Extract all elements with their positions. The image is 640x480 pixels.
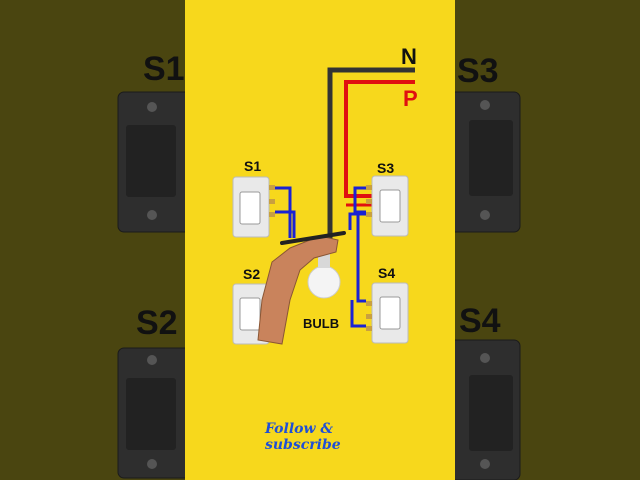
left-top-switch-rocker — [126, 125, 176, 197]
screw-icon — [480, 210, 490, 220]
right-bottom-switch-rocker — [469, 375, 513, 451]
left-side-switches — [117, 91, 185, 479]
screw-icon — [147, 102, 157, 112]
screw-icon — [147, 355, 157, 365]
neutral-label: N — [401, 44, 417, 69]
right-top-switch-rocker — [469, 120, 513, 196]
right-side-panel: S3 S4 — [455, 0, 640, 480]
bulb-icon — [307, 265, 341, 299]
right-bottom-label: S4 — [459, 302, 501, 340]
switch-s3-rocker — [379, 189, 401, 223]
screw-icon — [480, 353, 490, 363]
switch-s1-rocker — [239, 191, 261, 225]
bulb-label: BULB — [303, 316, 340, 331]
hand-icon — [257, 235, 339, 345]
left-top-label: S1 — [143, 50, 185, 88]
left-bottom-switch-rocker — [126, 378, 176, 450]
screw-icon — [147, 210, 157, 220]
right-side-switches — [455, 91, 521, 480]
s2-label: S2 — [243, 266, 261, 282]
neutral-wire — [327, 67, 415, 248]
screw-icon — [147, 459, 157, 469]
screw-icon — [480, 459, 490, 469]
switch-s4-rocker — [379, 296, 401, 330]
pen-icon — [280, 231, 346, 245]
phase-wire — [344, 80, 415, 198]
bulb-base — [318, 254, 330, 268]
s3-label: S3 — [377, 160, 395, 176]
s1-label: S1 — [244, 158, 262, 174]
left-bottom-label: S2 — [136, 304, 178, 342]
left-side-panel: S1 S2 — [0, 0, 185, 480]
screw-icon — [480, 100, 490, 110]
switch-wires — [275, 186, 366, 328]
switch-s2-rocker — [239, 297, 261, 331]
phase-label: P — [403, 86, 418, 111]
s4-label: S4 — [378, 265, 396, 281]
follow-subscribe-text: Follow & subscribe — [265, 421, 341, 453]
right-top-label: S3 — [457, 52, 499, 90]
